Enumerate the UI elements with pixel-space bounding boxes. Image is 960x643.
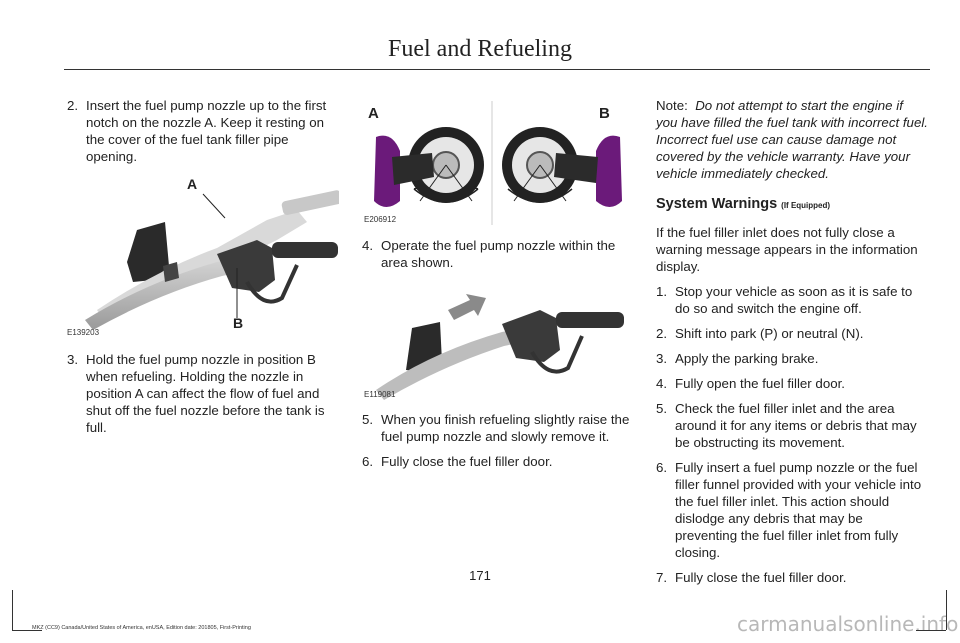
step-number: 3. [67,352,79,367]
intro-paragraph: If the fuel filler inlet does not fully … [656,225,918,274]
step-number: 3. [656,351,668,366]
column-2-lower: 5. When you finish refueling slightly ra… [362,411,634,478]
step-text: Shift into park (P) or neutral (N). [675,326,864,341]
fuel-inlet-illustration [374,101,622,225]
figure-id: E139203 [67,328,100,337]
step-6: 6. Fully close the fuel filler door. [362,453,634,470]
step-number: 4. [656,376,668,391]
step-number: 5. [656,401,668,416]
step-5: 5. When you finish refueling slightly ra… [362,411,634,445]
figure-fuel-inlet-orientation: A B E206912 [362,97,634,227]
header-rule [64,69,930,70]
label-b: B [233,315,244,331]
figure-nozzle-raise: E119081 [362,280,634,402]
step-text: Stop your vehicle as soon as it is safe … [675,284,913,316]
list-item: 2. Shift into park (P) or neutral (N). [656,325,928,342]
figure-id: E206912 [364,215,397,224]
note: Note: Do not attempt to start the engine… [656,97,928,182]
steps-list: 1. Stop your vehicle as soon as it is saf… [656,283,928,586]
step-text: Fully insert a fuel pump nozzle or the f… [675,460,922,560]
list-item: 4. Fully open the fuel filler door. [656,375,928,392]
step-4: 4. Operate the fuel pump nozzle within t… [362,237,634,271]
footer-text: MKZ (CC9) Canada/United States of Americ… [32,625,251,631]
heading-suffix: (If Equipped) [781,201,831,210]
step-text: Apply the parking brake. [675,351,819,366]
list-item: 6. Fully insert a fuel pump nozzle or the… [656,459,928,561]
step-text: Fully close the fuel filler door. [381,454,553,469]
list-item: 7. Fully close the fuel filler door. [656,569,928,586]
note-text: Do not attempt to start the engine if yo… [656,98,928,181]
crop-mark [12,590,13,630]
step-number: 6. [656,460,668,475]
list-item: 1. Stop your vehicle as soon as it is saf… [656,283,928,317]
page-number: 171 [469,568,491,583]
step-number: 2. [656,326,668,341]
label-a: A [187,176,198,192]
step-text: Operate the fuel pump nozzle within the … [381,238,616,270]
list-item: 3. Apply the parking brake. [656,350,928,367]
figure-id: E119081 [364,390,396,399]
column-1-lower: 3. Hold the fuel pump nozzle in position… [67,351,339,444]
step-text: When you finish refueling slightly raise… [381,412,630,444]
step-text: Check the fuel filler inlet and the area… [675,401,917,450]
heading-text: System Warnings [656,196,778,212]
column-2-step-4: 4. Operate the fuel pump nozzle within t… [362,237,634,279]
step-text: Fully open the fuel filler door. [675,376,846,391]
label-a: A [368,105,379,122]
crop-mark [916,630,946,631]
note-label: Note: [656,98,688,113]
step-text: Insert the fuel pump nozzle up to the fi… [86,98,327,164]
step-text: Fully close the fuel filler door. [675,570,847,585]
crop-mark [12,630,42,631]
section-heading: System Warnings (If Equipped) [656,196,928,214]
step-2: 2. Insert the fuel pump nozzle up to the… [67,97,339,165]
step-3: 3. Hold the fuel pump nozzle in position… [67,351,339,436]
list-item: 5. Check the fuel filler inlet and the ar… [656,400,928,451]
nozzle-illustration [85,190,342,330]
step-number: 1. [656,284,668,299]
watermark: carmanualsonline.info [737,612,959,636]
step-number: 7. [656,570,668,585]
label-b: B [599,105,610,122]
step-number: 5. [362,412,374,427]
step-number: 4. [362,238,374,253]
figure-nozzle-position: A B E139203 [67,170,342,342]
column-1: 2. Insert the fuel pump nozzle up to the… [67,97,339,173]
step-number: 6. [362,454,374,469]
crop-mark [946,590,947,630]
nozzle-raise-illustration [376,294,624,400]
column-3: Note: Do not attempt to start the engine… [656,97,928,594]
step-number: 2. [67,98,79,113]
page-title: Fuel and Refueling [388,36,572,62]
step-text: Hold the fuel pump nozzle in position B … [86,352,325,435]
